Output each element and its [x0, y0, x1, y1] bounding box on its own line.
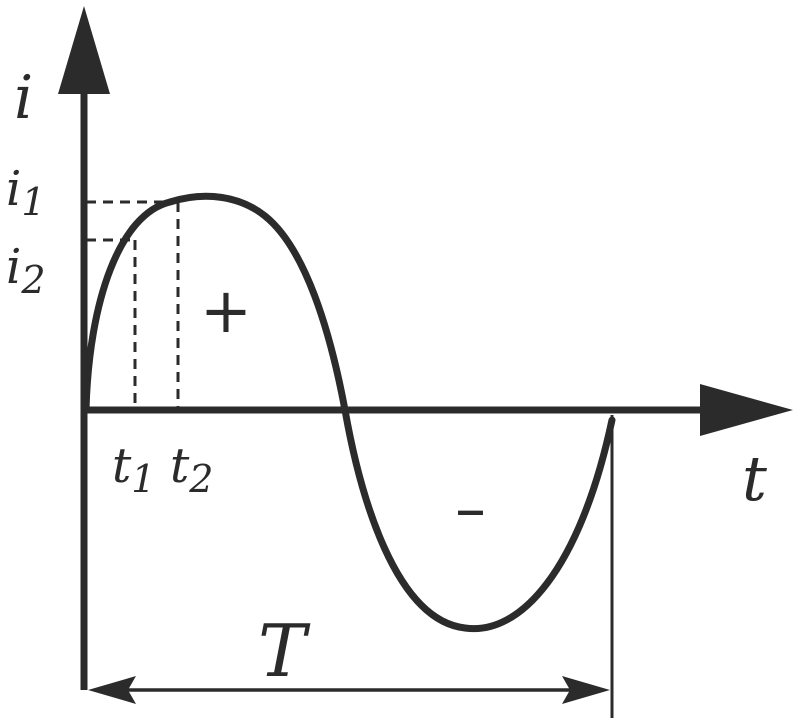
negative-region-sign: –: [455, 472, 486, 545]
positive-region-sign: +: [200, 274, 252, 347]
period-left-arrow-icon: [88, 676, 136, 704]
y-axis-label: i: [14, 63, 33, 133]
x-axis-label: t: [742, 442, 767, 515]
t1-label: t1: [112, 438, 155, 501]
i1-label: i1: [6, 161, 46, 224]
period-label: T: [258, 609, 311, 693]
vertical-axis-arrow-icon: [58, 6, 110, 94]
i2-label: i2: [6, 239, 46, 302]
horizontal-axis-arrow-icon: [700, 384, 793, 436]
sine-curve: [82, 192, 616, 633]
period-right-arrow-icon: [562, 676, 610, 704]
t2-label: t2: [170, 438, 213, 501]
